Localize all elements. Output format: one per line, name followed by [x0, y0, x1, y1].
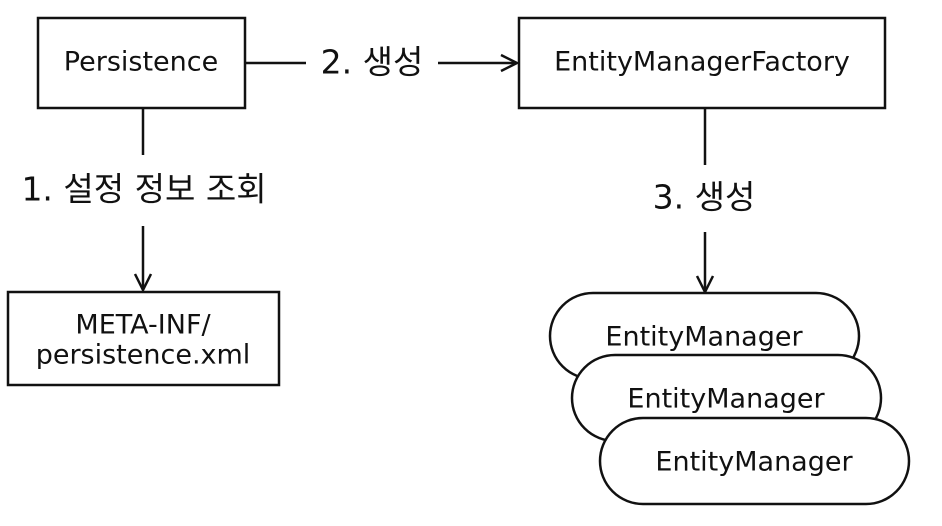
entity-manager-label-3: EntityManager: [655, 447, 853, 478]
entity-manager-node-3: EntityManager: [598, 416, 911, 506]
entity-manager-label-1: EntityManager: [605, 322, 803, 353]
entity-manager-factory-label: EntityManagerFactory: [554, 47, 850, 78]
persistence-node: Persistence: [36, 16, 247, 110]
edge-step2-label: 2. 생성: [321, 43, 424, 82]
edge-step1: 1. 설정 정보 조회: [21, 108, 267, 290]
meta-inf-label-line2: persistence.xml: [36, 340, 251, 371]
persistence-label: Persistence: [64, 47, 218, 78]
entity-manager-factory-node: EntityManagerFactory: [517, 16, 887, 110]
edge-step3-label: 3. 생성: [653, 178, 756, 217]
meta-inf-node: META-INF/ persistence.xml: [6, 290, 281, 387]
meta-inf-label-line1: META-INF/: [75, 310, 211, 341]
entity-manager-label-2: EntityManager: [627, 384, 825, 415]
edge-step1-label: 1. 설정 정보 조회: [21, 170, 266, 209]
edge-step3: 3. 생성: [653, 108, 756, 292]
edge-step2: 2. 생성: [245, 43, 517, 82]
